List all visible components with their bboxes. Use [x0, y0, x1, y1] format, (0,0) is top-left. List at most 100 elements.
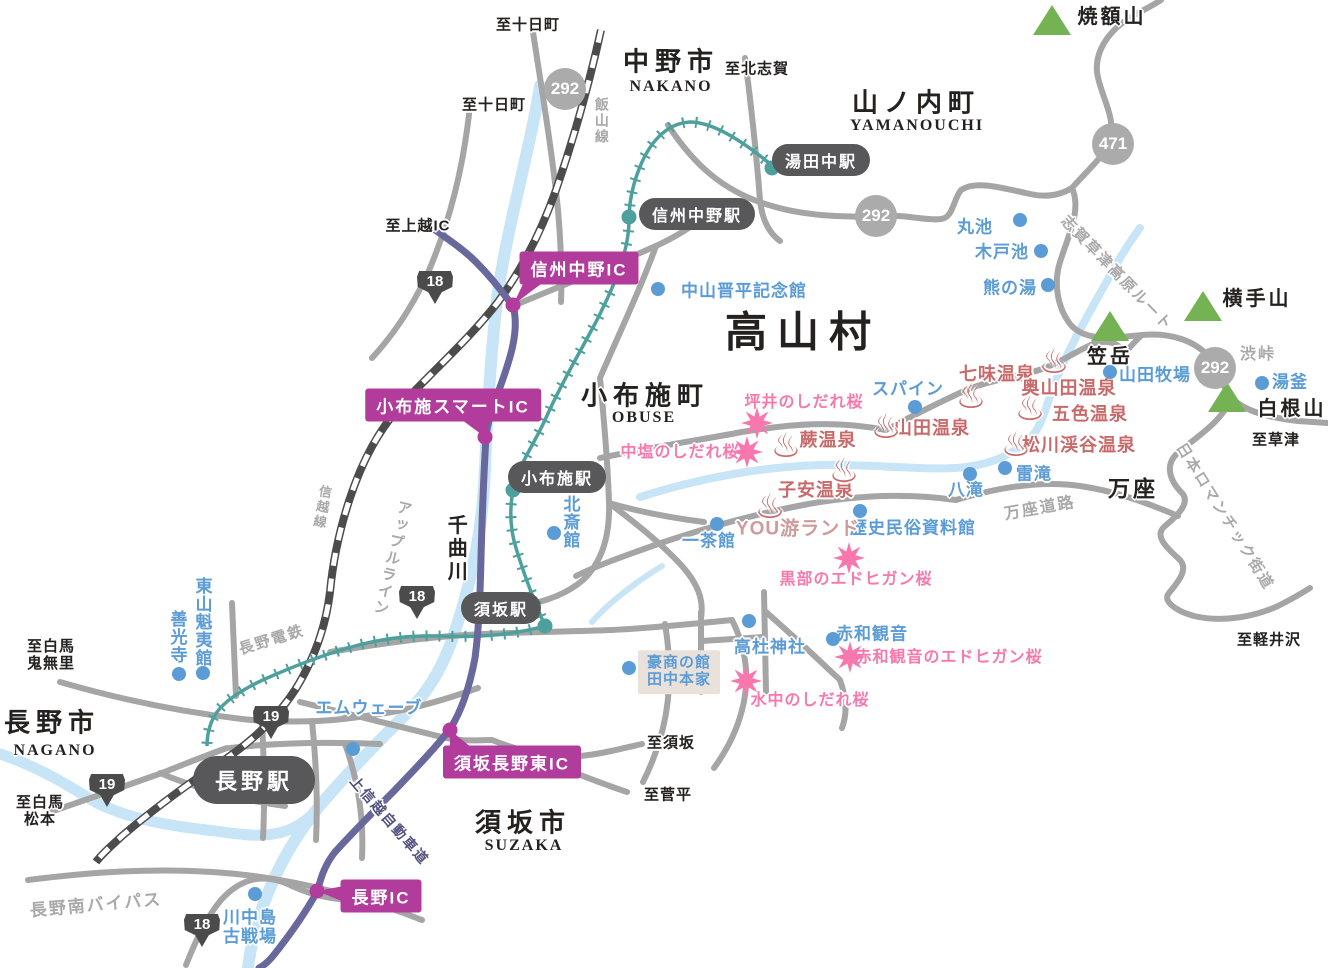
- poi-dot: [1034, 244, 1048, 258]
- mountain-name: 焼額山: [1077, 5, 1147, 28]
- route-shield-number: 18: [426, 273, 444, 290]
- region-name-jp: 山ノ内町: [851, 87, 981, 118]
- mountain-name: 横手山: [1222, 287, 1292, 310]
- sakura-label: 黒部のエドヒガン桜: [779, 571, 933, 589]
- region-name-en: NAGANO: [13, 742, 97, 760]
- poi-dot: [248, 887, 262, 901]
- hot-spring-icon: ♨: [828, 452, 860, 490]
- poi-dot: [826, 632, 840, 646]
- direction-label: 至草津: [1251, 431, 1301, 449]
- poi-label: 一茶館: [682, 531, 736, 551]
- river-stream-suzaka: [589, 563, 665, 625]
- route-number-badge: 471: [1092, 123, 1134, 165]
- route-name: 渋峠: [1239, 346, 1277, 364]
- region-name-en: SUZAKA: [484, 837, 564, 855]
- direction-label: 至十日町: [495, 16, 561, 34]
- interchange-badge: 信州中野IC: [519, 251, 639, 285]
- direction-label: 至十日町: [461, 96, 527, 114]
- river-sai: [0, 748, 328, 841]
- onsen-label: YOU游ランド: [735, 518, 861, 540]
- station-dot: [537, 618, 553, 634]
- poi-label: 中山晋平記念館: [681, 281, 807, 301]
- area-label: 万座: [1107, 476, 1159, 502]
- route-name: 万座道路: [1002, 493, 1077, 524]
- interchange-dot: [477, 429, 493, 445]
- poi-label: 豪商の館 田中本家: [637, 650, 721, 694]
- station-badge: 信州中野駅: [638, 198, 756, 230]
- mountain-name: 白根山: [1257, 397, 1327, 420]
- cherry-blossom-icon: [833, 542, 865, 574]
- poi-dot: [196, 666, 210, 680]
- region-name-jp: 須坂市: [474, 807, 572, 838]
- poi-dot: [1013, 213, 1027, 227]
- interchange-dot: [505, 297, 521, 313]
- route-name: 飯山線: [593, 97, 610, 145]
- direction-label: 至上越IC: [385, 217, 451, 235]
- poi-dot: [1041, 278, 1055, 292]
- route-shield-number: 18: [408, 588, 426, 605]
- poi-label: 雷滝: [1016, 464, 1052, 484]
- direction-label: 至軽井沢: [1236, 631, 1302, 649]
- hot-spring-icon: ♨: [754, 488, 786, 526]
- route-number-badge: 292: [855, 195, 897, 237]
- hot-spring-icon: ♨: [770, 427, 802, 465]
- cherry-blossom-icon: [730, 665, 762, 697]
- poi-dot: [547, 526, 561, 540]
- interchange-badge: 長野IC: [340, 879, 422, 913]
- region-name-jp: 高山村: [724, 308, 882, 356]
- poi-dot: [651, 282, 665, 296]
- region-name-en: OBUSE: [611, 409, 677, 427]
- direction-label: 至白馬 鬼無里: [26, 638, 76, 672]
- onsen-label: 奥山田温泉: [1021, 377, 1117, 398]
- route-number-badge: 292: [544, 68, 586, 110]
- national-route-shield: 19: [89, 774, 125, 807]
- hot-spring-icon: ♨: [955, 378, 987, 416]
- interchange-dot: [442, 722, 458, 738]
- national-route-shield: 18: [399, 586, 435, 619]
- onsen-label: 七味温泉: [959, 363, 1035, 384]
- mountain-peak-icon: [1184, 291, 1222, 321]
- station-badge: 長野駅: [192, 756, 316, 804]
- route-shield-number: 18: [193, 916, 211, 933]
- sakura-label: 赤和観音のエドヒガン桜: [855, 649, 1043, 667]
- route-name: 長野電鉄: [236, 622, 307, 659]
- poi-label: 八滝: [948, 480, 984, 500]
- poi-dot: [622, 661, 636, 675]
- cherry-blossom-icon: [834, 641, 866, 673]
- poi-label: 木戸池: [975, 242, 1029, 262]
- poi-label: 川中島 古戦場: [223, 907, 277, 946]
- route-shield-number: 19: [98, 776, 116, 793]
- interchange-dot: [309, 883, 325, 899]
- national-route-shield: 18: [417, 271, 453, 304]
- interchange-badge: 須坂長野東IC: [443, 745, 581, 779]
- route-name: 日本ロマンチック街道: [1172, 439, 1278, 594]
- region-name-en: YAMANOUCHI: [849, 117, 985, 135]
- poi-dot: [742, 614, 756, 628]
- route-number-badge: 292: [1194, 347, 1236, 389]
- poi-label: 赤和観音: [836, 624, 908, 644]
- mountain-name: 笠岳: [1087, 345, 1133, 368]
- roads: [25, 0, 1328, 968]
- river-matsukawa: [636, 224, 1144, 501]
- national-route-shield: 19: [253, 706, 289, 739]
- region-name-jp: 小布施町: [580, 380, 710, 411]
- poi-label: 東山魁夷館: [192, 577, 212, 667]
- poi-dot: [1103, 365, 1117, 379]
- poi-label: エムウェーブ: [315, 698, 423, 718]
- poi-dot: [346, 742, 360, 756]
- poi-label: 湯釜: [1272, 372, 1308, 392]
- national-route-shield: 18: [184, 914, 220, 947]
- railway-nagano-dentetsu-line: [201, 116, 779, 747]
- onsen-label: 子安温泉: [778, 479, 854, 500]
- onsen-label: 山田温泉: [894, 417, 970, 438]
- poi-dot: [998, 461, 1012, 475]
- poi-dot: [1255, 376, 1269, 390]
- onsen-label: 蕨温泉: [799, 429, 857, 450]
- route-name: 上信越自動車道: [346, 772, 433, 868]
- direction-label: 至須坂: [646, 734, 696, 752]
- poi-dot: [963, 467, 977, 481]
- station-dot: [621, 209, 637, 225]
- sakura-label: 中塩のしだれ桜: [620, 444, 740, 462]
- route-name: 信越線: [310, 483, 334, 531]
